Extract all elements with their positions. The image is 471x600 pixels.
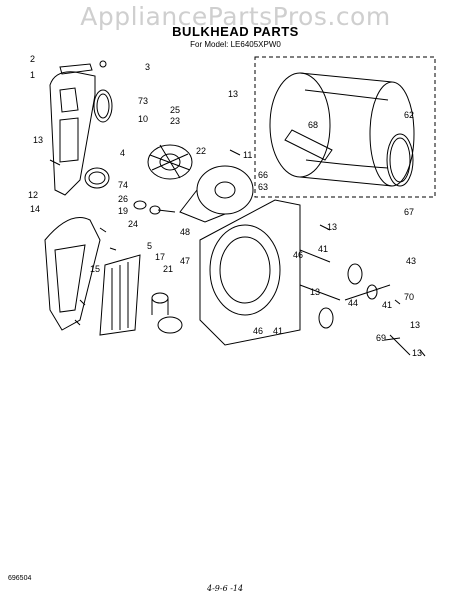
callout-68: 68: [308, 120, 318, 130]
callout-41: 41: [382, 300, 392, 310]
callout-43: 43: [406, 256, 416, 266]
callout-25: 25: [170, 105, 180, 115]
callout-66: 66: [258, 170, 268, 180]
callout-69: 69: [376, 333, 386, 343]
callout-41: 41: [318, 244, 328, 254]
callout-13: 13: [410, 320, 420, 330]
callout-19: 19: [118, 206, 128, 216]
front-panel: [49, 71, 96, 196]
callout-21: 21: [163, 264, 173, 274]
callout-13: 13: [310, 287, 320, 297]
callout-1: 1: [30, 70, 35, 80]
thermostat-parts: [133, 200, 176, 215]
small-screws: [49, 149, 426, 357]
drum-seal: [386, 133, 414, 187]
door-strike: [59, 63, 93, 75]
callout-46: 46: [253, 326, 263, 336]
callout-48: 48: [180, 227, 190, 237]
lint-screen: [99, 254, 141, 336]
callout-24: 24: [128, 219, 138, 229]
model-number: LE6405XPW0: [230, 40, 281, 49]
callout-5: 5: [147, 241, 152, 251]
callout-2: 2: [30, 54, 35, 64]
callout-41: 41: [273, 326, 283, 336]
callout-70: 70: [404, 292, 414, 302]
screw: [99, 60, 107, 68]
watermark: AppliancePartsPros.com: [80, 2, 391, 31]
callout-22: 22: [196, 146, 206, 156]
callout-13: 13: [327, 222, 337, 232]
handwritten-signature: 4-9-6 -14: [207, 584, 244, 593]
document-number: 696504: [8, 575, 32, 582]
callout-44: 44: [348, 298, 358, 308]
blower-housing: [179, 165, 254, 223]
callout-11: 11: [243, 150, 252, 160]
callout-13: 13: [33, 135, 43, 145]
callout-63: 63: [258, 182, 268, 192]
callout-17: 17: [155, 252, 165, 262]
callout-10: 10: [138, 114, 148, 124]
callout-12: 12: [28, 190, 38, 200]
drum-assembly-box: [254, 56, 436, 198]
model-line: For Model: LE6405XPW0: [0, 40, 471, 49]
callout-13: 13: [228, 89, 238, 99]
callout-46: 46: [293, 250, 303, 260]
drum-rollers: [299, 249, 391, 329]
callout-74: 74: [118, 180, 128, 190]
support-bracket: [384, 334, 411, 356]
model-label: For Model:: [190, 40, 229, 49]
drum: [269, 72, 415, 187]
callout-47: 47: [180, 256, 190, 266]
vent-hose: [151, 292, 183, 334]
callout-4: 4: [120, 148, 125, 158]
diagram-title: BULKHEAD PARTS: [172, 24, 299, 39]
callout-14: 14: [30, 204, 40, 214]
callout-67: 67: [404, 207, 414, 217]
callout-13: 13: [412, 348, 422, 358]
callout-26: 26: [118, 194, 128, 204]
bulkhead-seal: [93, 89, 113, 123]
callout-23: 23: [170, 116, 180, 126]
callout-62: 62: [404, 110, 414, 120]
callout-3: 3: [145, 62, 150, 72]
lint-duct: [44, 217, 101, 331]
callout-15: 15: [90, 264, 100, 274]
exhaust-seal: [84, 167, 110, 189]
rear-bulkhead: [199, 199, 301, 346]
blower-wheel: [147, 144, 193, 180]
callout-73: 73: [138, 96, 148, 106]
